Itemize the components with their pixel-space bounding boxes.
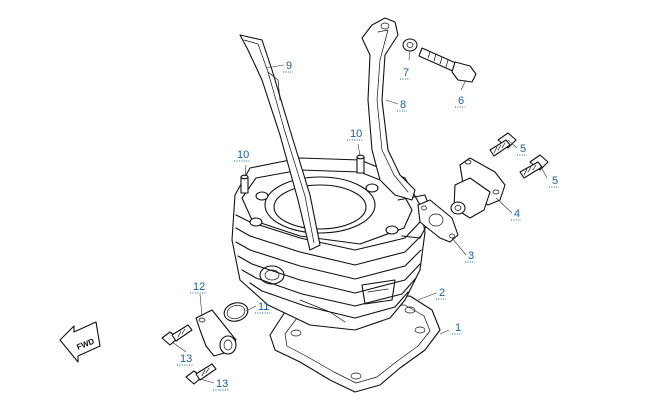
callout-6: 6 [455,95,465,108]
leader-lines [171,50,548,384]
svg-text:4: 4 [514,208,520,220]
svg-text:5: 5 [552,175,558,187]
callout-2: 2 [436,287,446,300]
fitting-bolt-lower [185,363,217,385]
cam-chain-guide [239,34,321,251]
svg-text:9: 9 [286,60,292,72]
svg-text:2: 2 [439,287,445,299]
pivot-bolt [418,47,477,83]
o-ring [223,302,249,322]
dowel-pin-left [240,174,249,194]
callout-4: 4 [511,208,521,221]
pipe-fitting [195,309,237,357]
forward-direction-arrow: FWD [59,321,101,363]
washer [402,38,418,52]
callout-13-upper: 13 [177,353,193,366]
callout-1: 1 [452,322,462,335]
fitting-bolt-upper [161,324,193,346]
svg-text:1: 1 [455,322,461,334]
svg-text:3: 3 [468,250,474,262]
svg-text:7: 7 [403,67,409,79]
tensioner-bolt-lower [519,154,549,179]
svg-text:13: 13 [180,353,192,365]
svg-text:10: 10 [350,128,362,140]
callout-12: 12 [190,281,206,294]
cam-chain-tensioner [450,157,506,219]
svg-text:8: 8 [400,99,406,111]
callout-10-left: 10 [234,149,250,162]
callout-13-lower: 13 [213,378,229,391]
svg-text:6: 6 [458,95,464,107]
svg-text:11: 11 [258,301,269,313]
callout-3: 3 [465,250,475,263]
callout-5-lower: 5 [549,175,559,188]
svg-text:12: 12 [193,281,205,293]
tensioner-bolt-upper [489,132,517,157]
chain-tensioner-blade [361,17,416,201]
cylinder-block [231,157,433,331]
callout-5-upper: 5 [517,143,527,156]
callout-9: 9 [283,60,293,73]
svg-text:13: 13 [216,378,228,390]
callout-11: 11 [255,301,271,314]
svg-text:10: 10 [237,149,249,161]
tensioner-gasket [417,199,459,243]
dowel-pin-right [356,154,365,174]
callout-7: 7 [400,67,410,80]
svg-text:5: 5 [520,143,526,155]
callout-8: 8 [397,99,407,112]
callout-10-right: 10 [347,128,363,141]
